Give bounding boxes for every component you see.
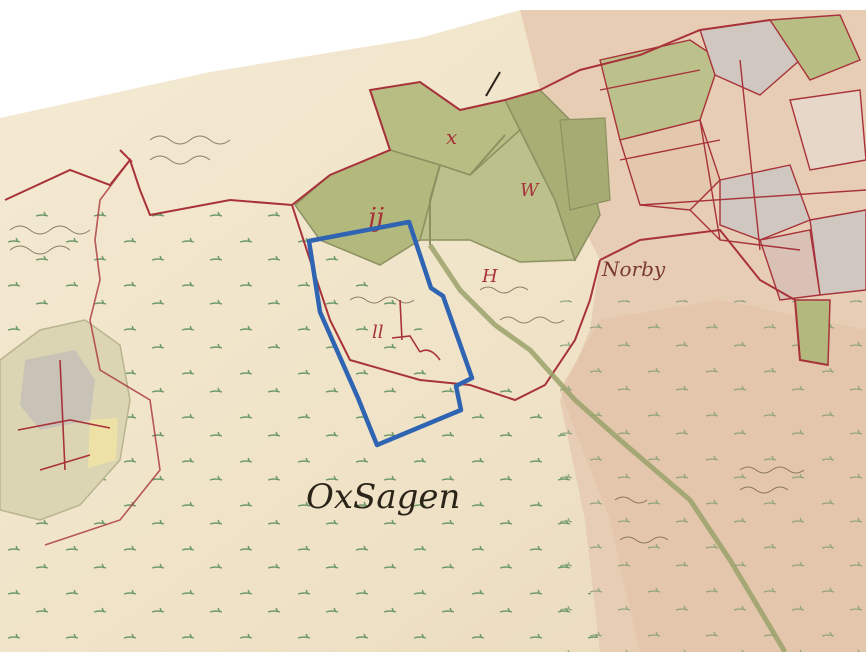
boundary-parcel-south [291,204,601,402]
boundary-east [599,228,829,366]
pointer-mark [485,71,501,97]
left-village-gray-block [20,350,95,430]
highlighted-parcel-outline[interactable] [306,219,475,448]
boundary-west-stream [44,159,161,546]
left-village-red-lines [17,359,111,471]
left-village-yellow-block [88,418,118,468]
river [427,243,788,652]
boundary-road-top [119,149,133,163]
red-sketch-mark [391,299,441,361]
parcel-label-W: W [520,180,540,201]
parcel-label-H: H [481,266,498,287]
script-annotations [9,135,805,544]
town-streets [599,59,866,251]
river-branch [429,134,506,245]
town-label: Norby [601,257,666,281]
parcel-label-ll: ll [372,322,384,343]
meadow-marsh-ticks [0,200,600,652]
parcel-label-x: x [446,125,457,149]
place-label: OxSagen [306,477,460,517]
